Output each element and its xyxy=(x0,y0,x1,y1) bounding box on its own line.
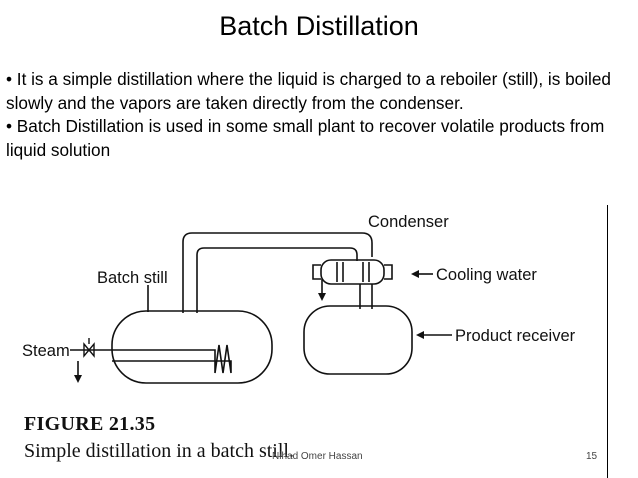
condenser xyxy=(320,259,385,285)
figure-number: FIGURE 21.35 xyxy=(24,413,156,435)
bullet-item: • Batch Distillation is used in some sma… xyxy=(6,116,605,160)
distillation-diagram: Condenser Cooling water Batch still Prod… xyxy=(22,213,576,384)
batch-still xyxy=(111,310,273,384)
vapor-pipe-inner xyxy=(196,247,358,313)
figure-caption: Simple distillation in a batch still. xyxy=(24,440,294,462)
product-receiver xyxy=(303,305,413,375)
batch-distillation-figure: Condenser Cooling water Batch still Prod… xyxy=(0,205,608,478)
condenser-cap-right xyxy=(384,264,393,280)
vapor-pipe xyxy=(182,232,373,313)
bullet-item: • It is a simple distillation where the … xyxy=(6,69,611,113)
product-receiver-label: Product receiver xyxy=(455,327,576,345)
condenser-cap-left xyxy=(312,264,321,280)
steam-coil xyxy=(112,344,232,374)
bullet-list: • It is a simple distillation where the … xyxy=(6,68,636,162)
slide-title: Batch Distillation xyxy=(219,11,419,41)
steam-label: Steam xyxy=(22,342,70,360)
cooling-water-label: Cooling water xyxy=(436,266,537,284)
page-number: 15 xyxy=(586,451,598,462)
author-name: Nihad Omer Hassan xyxy=(272,451,363,462)
batch-still-label: Batch still xyxy=(97,269,168,287)
condenser-label: Condenser xyxy=(368,213,449,231)
steam-valve-icon xyxy=(83,338,95,358)
